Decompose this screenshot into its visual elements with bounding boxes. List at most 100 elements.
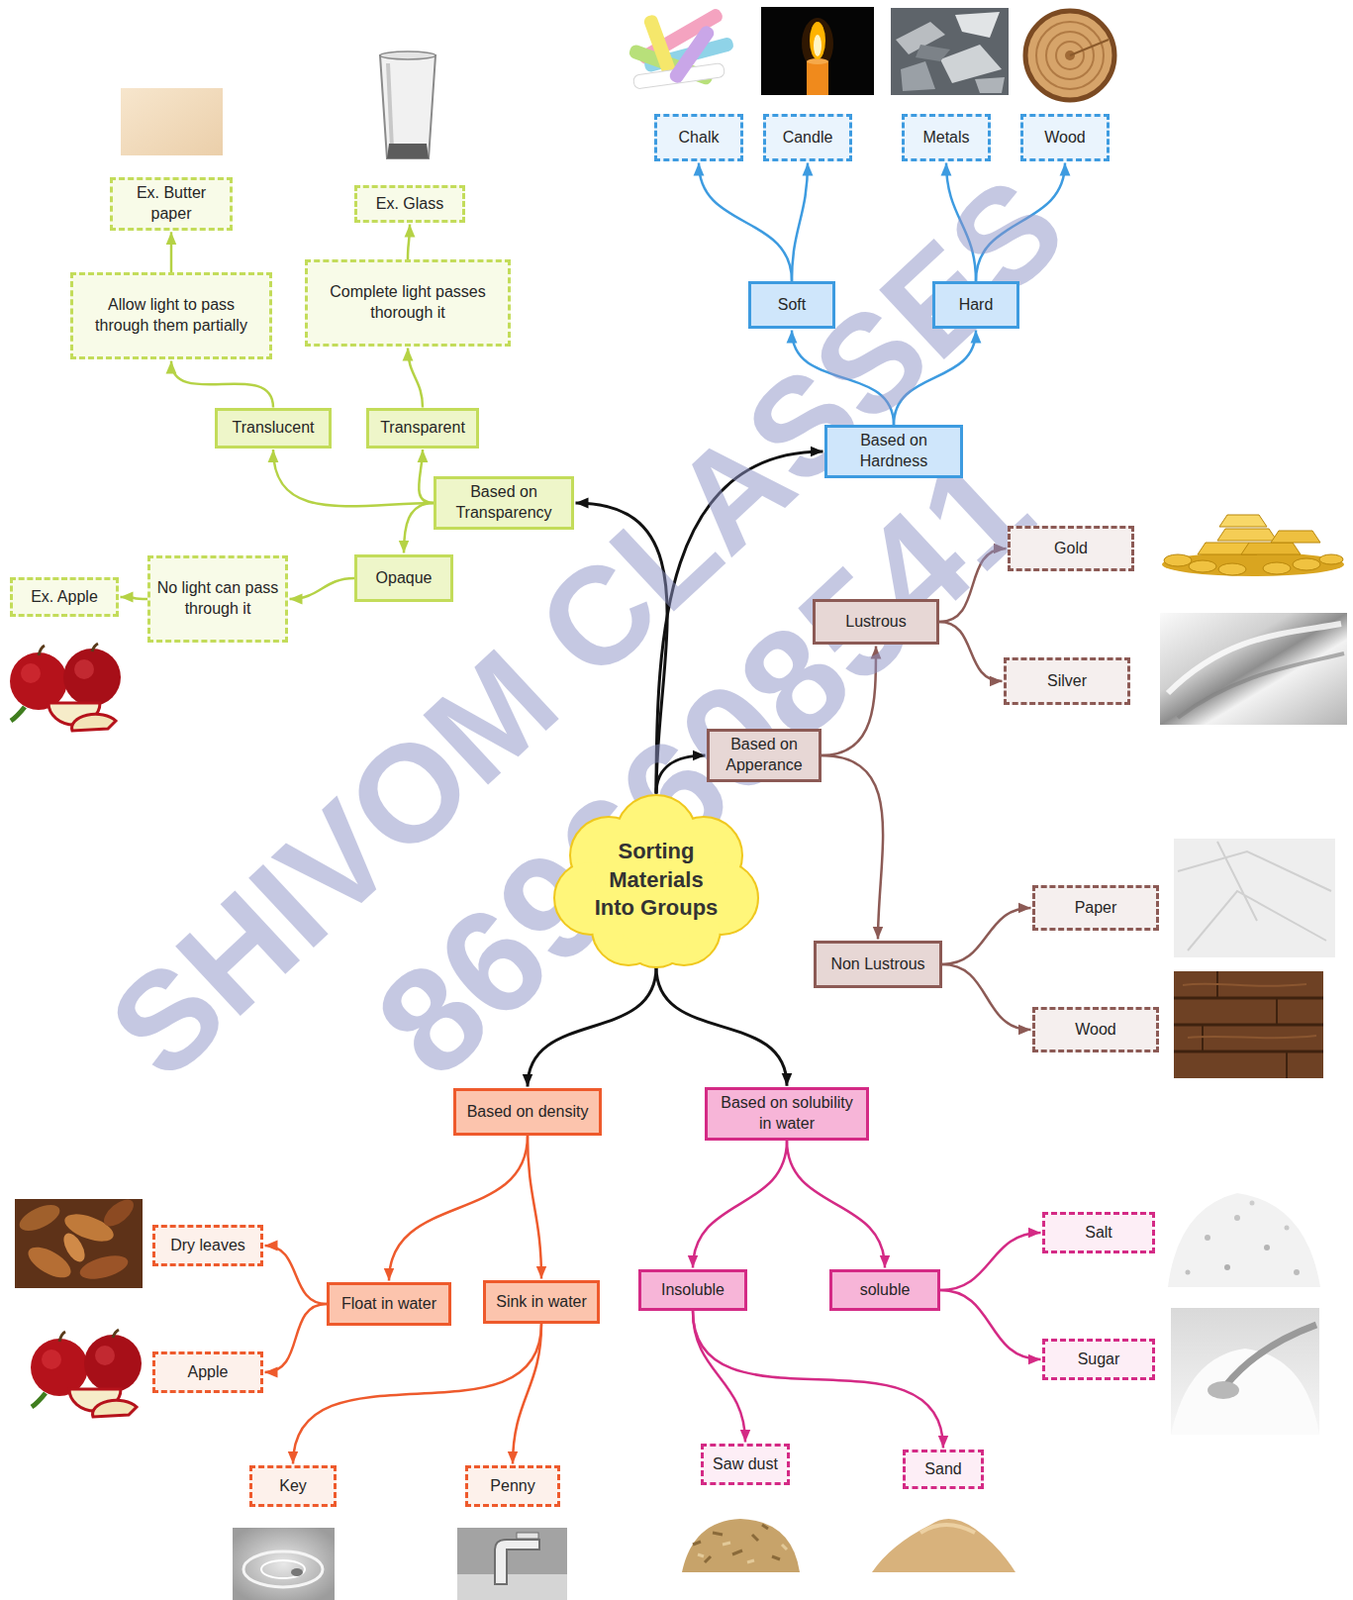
connector-arrow <box>791 163 808 283</box>
node-text: Soft <box>777 294 806 316</box>
connector-arrow <box>171 361 274 408</box>
connector-arrow <box>292 1323 542 1464</box>
node-text: No light can pass through it <box>156 578 280 620</box>
node-text: Ex. Apple <box>30 586 98 608</box>
connector-arrow <box>656 966 787 1086</box>
example-box: Paper <box>1032 884 1160 931</box>
node-text: Opaque <box>376 568 433 589</box>
node-text: Translucent <box>232 417 315 439</box>
category-box: Based on solubility in water <box>704 1086 870 1141</box>
node-text: Based on Apperance <box>717 734 811 776</box>
category-box: Based on Apperance <box>706 728 822 782</box>
example-box: No light can pass through it <box>147 555 289 643</box>
node-text: Wood <box>1074 1019 1117 1041</box>
category-box: Based on Hardness <box>824 424 964 479</box>
node-text: Silver <box>1047 671 1087 692</box>
node-text: Key <box>279 1475 307 1497</box>
node-text: Transparent <box>380 417 466 439</box>
node-text: Hard <box>959 294 994 316</box>
water-picture <box>232 1527 335 1600</box>
example-box: Key <box>249 1464 337 1507</box>
node-text: Ex. Butter paper <box>118 183 224 225</box>
category-box: Opaque <box>354 554 454 602</box>
node-text: soluble <box>860 1279 911 1301</box>
example-box: Allow light to pass through them partial… <box>70 272 273 360</box>
connector-arrow <box>407 348 423 408</box>
butter-paper-picture <box>120 88 223 156</box>
example-box: Dry leaves <box>152 1224 264 1266</box>
connector-arrow <box>940 1289 1042 1359</box>
connector-arrow <box>289 578 356 599</box>
category-box: Translucent <box>214 407 332 449</box>
example-box: Apple <box>152 1351 264 1393</box>
node-text: Sorting Materials Into Groups <box>590 837 722 923</box>
connector-arrow <box>265 1245 328 1304</box>
salt-picture <box>1167 1192 1321 1287</box>
glass-picture <box>380 51 436 159</box>
node-text: Based on density <box>467 1101 589 1123</box>
cloud-node: Sorting Materials Into Groups <box>549 793 764 967</box>
example-box: Metals <box>901 113 991 162</box>
chalk-picture <box>627 6 735 90</box>
connector-arrow <box>942 964 1032 1030</box>
node-text: Ex. Glass <box>376 193 444 215</box>
node-text: Gold <box>1054 538 1088 560</box>
node-text: Sink in water <box>495 1291 587 1313</box>
node-text: Wood <box>1044 127 1086 149</box>
node-text: Candle <box>782 127 834 149</box>
node-text: Lustrous <box>845 611 906 633</box>
node-text: Saw dust <box>712 1453 778 1475</box>
example-box: Chalk <box>654 113 744 162</box>
node-text: Complete light passes thorough it <box>313 282 502 324</box>
connector-arrow <box>170 231 174 273</box>
example-box: Wood <box>1032 1006 1160 1053</box>
example-box: Ex. Glass <box>354 185 466 223</box>
node-text: Apple <box>188 1361 229 1383</box>
example-box: Candle <box>763 113 853 162</box>
connector-arrow <box>692 1310 944 1449</box>
category-box: Transparent <box>366 407 480 449</box>
node-text: Chalk <box>678 127 720 149</box>
silver-picture <box>1159 612 1348 725</box>
candle-picture <box>761 6 874 96</box>
connector-arrow <box>403 502 434 554</box>
dry-leaves-picture <box>14 1194 143 1288</box>
connector-arrow <box>940 1232 1042 1290</box>
category-box: Lustrous <box>812 598 940 645</box>
category-box: Soft <box>748 281 836 329</box>
category-box: Non Lustrous <box>813 940 943 988</box>
connector-arrow <box>786 1140 885 1268</box>
node-text: Sand <box>924 1458 962 1480</box>
connector-arrow <box>120 596 149 599</box>
example-box: Complete light passes thorough it <box>304 259 511 347</box>
node-text: Paper <box>1074 897 1118 919</box>
category-box: Float in water <box>326 1281 452 1326</box>
category-box: soluble <box>829 1268 941 1311</box>
node-text: Salt <box>1084 1222 1113 1244</box>
connector-arrow <box>692 1140 787 1268</box>
category-box: Based on Transparency <box>433 476 575 530</box>
example-box: Ex. Butter paper <box>109 177 233 231</box>
node-text: Based on solubility in water <box>715 1092 859 1135</box>
example-box: Sand <box>902 1449 984 1489</box>
sugar-picture <box>1170 1307 1320 1435</box>
node-text: Metals <box>922 127 969 149</box>
connector-arrow <box>418 449 434 503</box>
category-box: Based on density <box>453 1087 602 1136</box>
example-box: Wood <box>1020 113 1110 162</box>
category-box: Sink in water <box>483 1279 600 1324</box>
connector-arrow <box>821 755 883 940</box>
apple-picture <box>30 1329 142 1417</box>
node-text: Dry leaves <box>170 1235 246 1257</box>
example-box: Sugar <box>1042 1338 1156 1380</box>
apple-picture <box>9 643 121 731</box>
category-box: Hard <box>932 281 1020 329</box>
connector-arrow <box>273 449 434 506</box>
sand-picture <box>871 1518 1016 1572</box>
wood-planks-picture <box>1173 970 1324 1078</box>
wood-log-picture <box>1025 10 1115 100</box>
node-text: Float in water <box>341 1293 437 1315</box>
node-text: Based on Hardness <box>835 430 953 473</box>
node-text: Based on Transparency <box>444 482 564 524</box>
